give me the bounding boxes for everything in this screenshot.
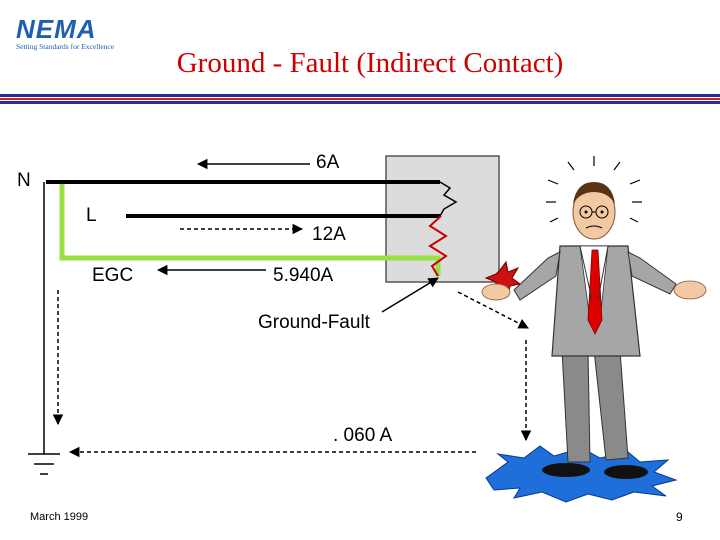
fault-zigzag — [428, 215, 448, 277]
slide-title: Ground - Fault (Indirect Contact) — [176, 47, 564, 79]
equipment-enclosure — [385, 155, 500, 283]
title-rule-top — [0, 94, 720, 97]
shocked-person — [481, 182, 707, 479]
page-number: 9 — [676, 510, 683, 524]
egc-wire — [59, 180, 441, 276]
hand-current-arrow — [457, 291, 529, 329]
shock-marks — [546, 156, 642, 223]
egc-current-label: 5.940A — [273, 265, 334, 286]
line-current-label: 12A — [312, 224, 346, 245]
ground-fault-label: Ground-Fault — [258, 312, 370, 333]
logo-tagline: Setting Standards for Excellence — [16, 42, 115, 51]
nema-logo: NEMA Setting Standards for Excellence — [14, 14, 114, 54]
title-rule-bottom — [0, 101, 720, 104]
egc-label: EGC — [92, 265, 134, 286]
line-label: L — [86, 205, 97, 226]
person-current-label: . 060 A — [333, 425, 393, 446]
neutral-label: N — [17, 170, 31, 191]
logo-wordmark: NEMA — [16, 14, 97, 44]
load-resistor — [439, 181, 458, 217]
neutral-current-label: 6A — [316, 152, 340, 173]
ground-fault-pointer — [381, 277, 439, 313]
footer-date: March 1999 — [30, 511, 89, 523]
title-rule-middle — [0, 98, 720, 100]
